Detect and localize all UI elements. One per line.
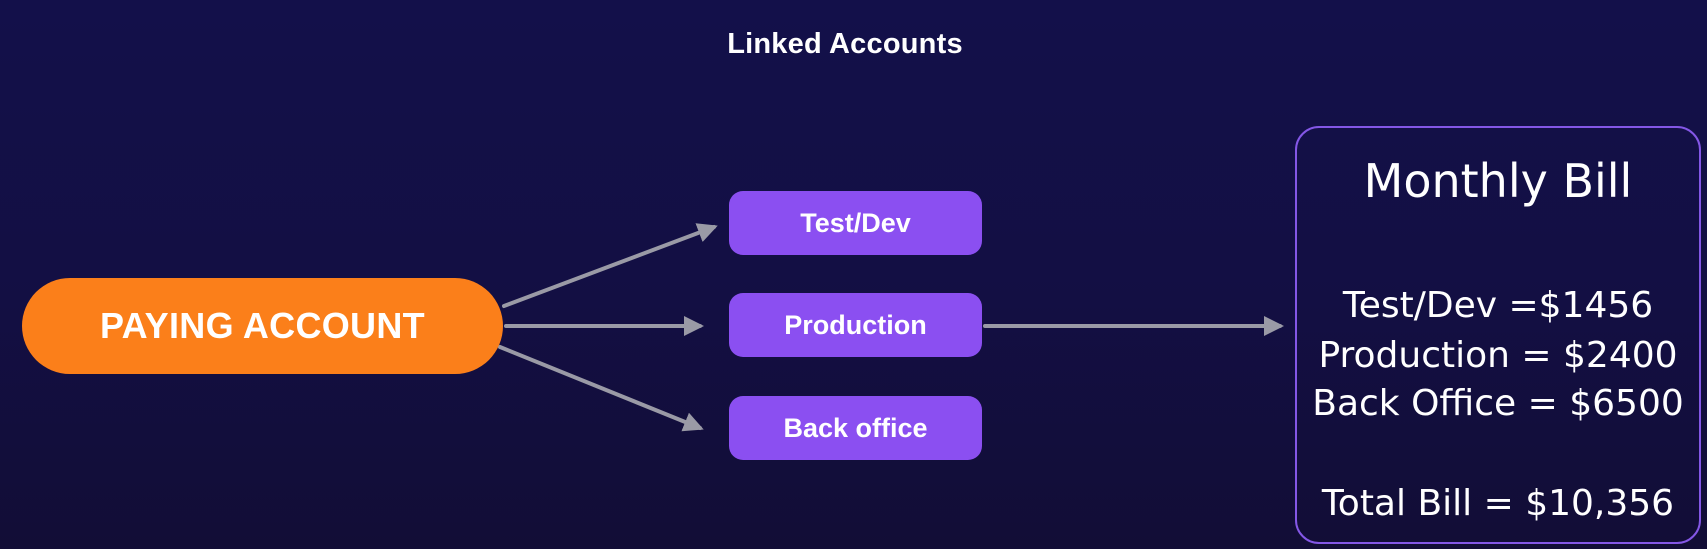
monthly-bill-title: Monthly Bill — [1363, 154, 1633, 208]
arrow-paying-to-testdev — [502, 223, 718, 308]
linked-account-production: Production — [729, 293, 982, 357]
arrow-paying-to-backoffice — [498, 345, 704, 432]
page-title: Linked Accounts — [727, 28, 963, 60]
bill-line-backoffice: Back Office = $6500 — [1312, 383, 1684, 424]
paying-account-node: PAYING ACCOUNT — [22, 278, 503, 374]
bill-line-testdev: Test/Dev =$1456 — [1342, 285, 1654, 326]
linked-account-testdev: Test/Dev — [729, 191, 982, 255]
monthly-bill-box: Monthly Bill Test/Dev =$1456 Production … — [1295, 126, 1701, 544]
bill-line-production: Production = $2400 — [1318, 335, 1678, 376]
bill-total: Total Bill = $10,356 — [1321, 483, 1675, 524]
linked-account-backoffice: Back office — [729, 396, 982, 460]
